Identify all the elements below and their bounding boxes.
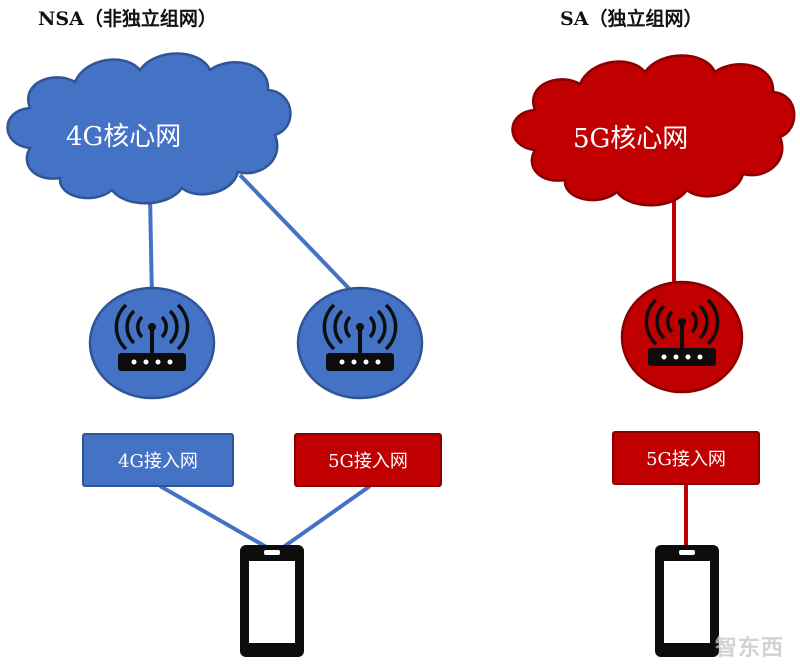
base-station-nsa-2 [296, 286, 424, 400]
nsa-5g-access-box: 5G接入网 [294, 433, 442, 487]
nsa-title: NSA（非独立组网） [38, 8, 217, 30]
cloud-4g-core-label: 4G核心网 [66, 122, 182, 152]
base-station-sa [620, 280, 744, 394]
line-4gcore-router2 [238, 173, 362, 302]
watermark-logo: 智东西 [714, 636, 784, 661]
cloud-5g-core [511, 54, 796, 207]
phone-nsa-icon [240, 545, 304, 657]
sa-5g-access-box: 5G接入网 [612, 431, 760, 485]
cloud-5g-core-label: 5G核心网 [573, 124, 689, 154]
cloud-4g-core [6, 52, 292, 205]
line-4gaccess-phone [159, 484, 269, 550]
line-4gcore-router1 [148, 194, 154, 301]
base-station-nsa-1 [88, 286, 216, 400]
nsa-4g-access-box: 4G接入网 [82, 433, 234, 487]
sa-title: SA（独立组网） [560, 8, 703, 30]
phone-sa-icon [655, 545, 719, 657]
line-5gaccess-phone [280, 484, 372, 550]
